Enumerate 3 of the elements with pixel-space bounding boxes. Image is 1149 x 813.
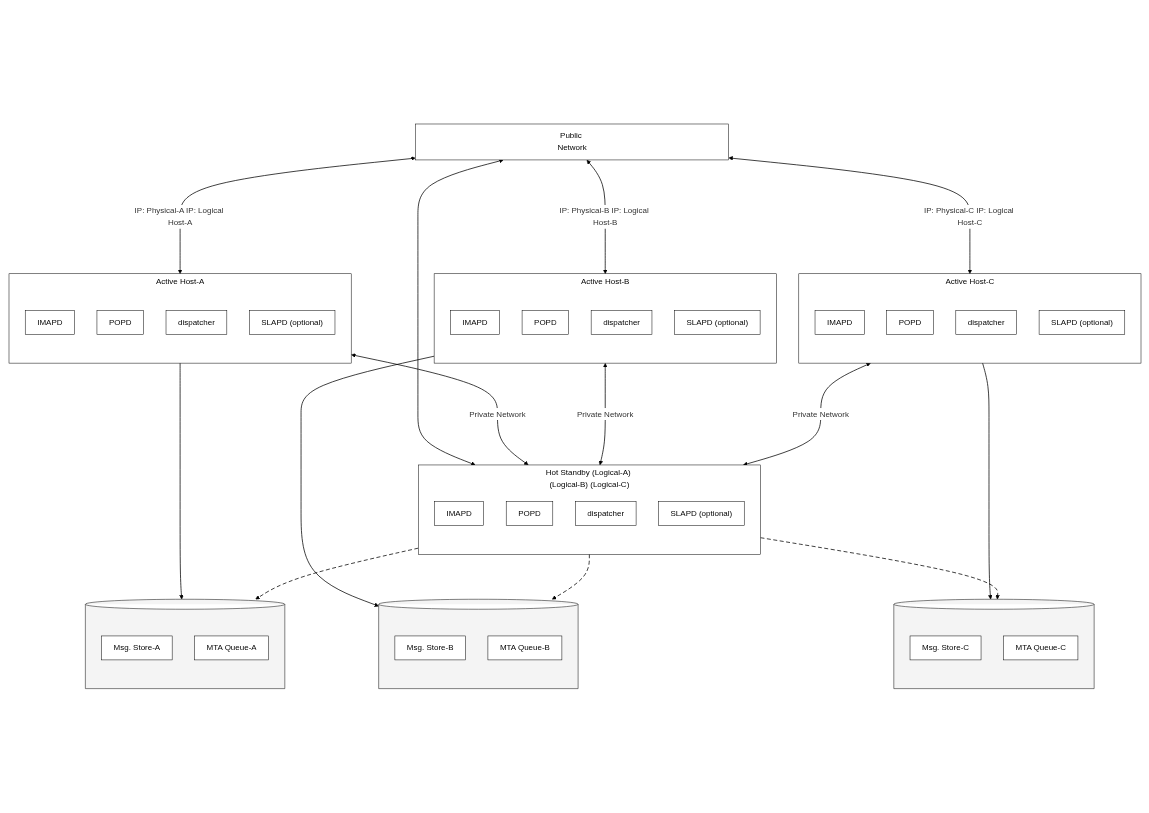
cluster (377, 599, 578, 690)
cluster (893, 599, 1094, 690)
cluster (84, 599, 285, 690)
